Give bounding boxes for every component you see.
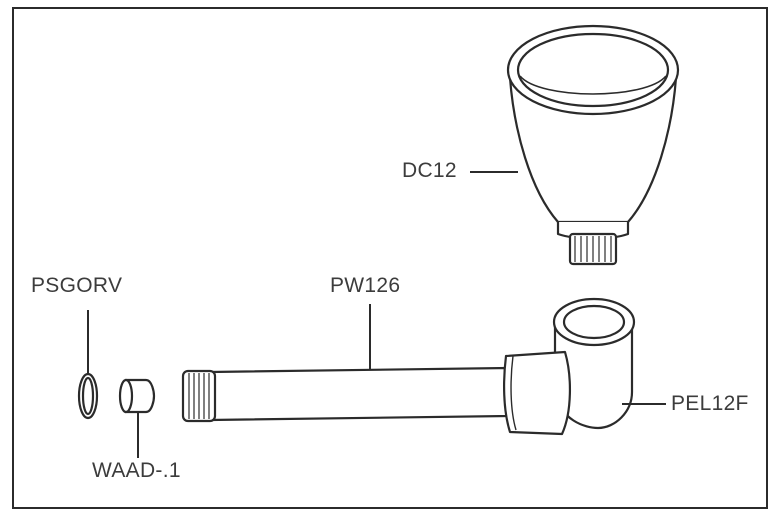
diagram-frame xyxy=(12,7,768,509)
part-pel12f-elbow xyxy=(503,297,636,436)
leader-lines xyxy=(87,171,666,458)
label-dc12: DC12 xyxy=(402,159,457,182)
label-pel12f: PEL12F xyxy=(671,392,749,415)
part-waad-washer xyxy=(118,378,156,414)
part-pw126-pipe xyxy=(181,366,510,423)
part-psgorv-ring xyxy=(77,372,99,420)
label-pw126: PW126 xyxy=(330,274,401,297)
label-waad: WAAD-.1 xyxy=(92,459,181,482)
part-dc12-cup xyxy=(506,24,680,266)
label-psgorv: PSGORV xyxy=(31,274,123,297)
